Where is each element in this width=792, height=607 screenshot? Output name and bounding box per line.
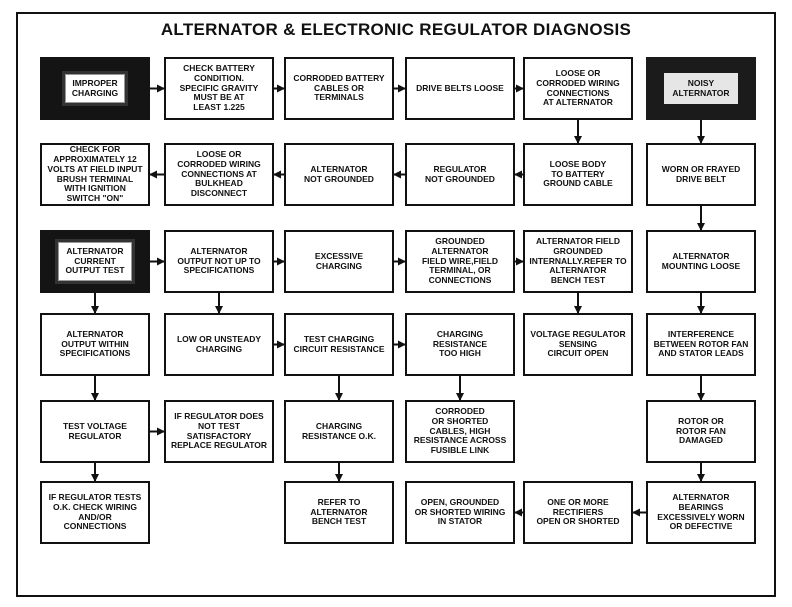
node-stator: OPEN, GROUNDED OR SHORTED WIRING IN STAT…	[405, 481, 515, 544]
node-belts: DRIVE BELTS LOOSE	[405, 57, 515, 120]
node-noisy: NOISY ALTERNATOR	[646, 57, 756, 120]
node-excessive: EXCESSIVE CHARGING	[284, 230, 394, 293]
node-output-not: ALTERNATOR OUTPUT NOT UP TO SPECIFICATIO…	[164, 230, 274, 293]
node-bench-test: REFER TO ALTERNATOR BENCH TEST	[284, 481, 394, 544]
node-label: TEST VOLTAGE REGULATOR	[63, 420, 127, 441]
node-label: CHARGING RESISTANCE O.K.	[302, 420, 376, 441]
node-rectifiers: ONE OR MORE RECTIFIERS OPEN OR SHORTED	[523, 481, 633, 544]
node-label: VOLTAGE REGULATOR SENSING CIRCUIT OPEN	[530, 328, 626, 359]
node-label: CHARGING RESISTANCE TOO HIGH	[432, 328, 488, 359]
node-label: CHECK FOR APPROXIMATELY 12 VOLTS AT FIEL…	[47, 144, 143, 204]
node-label: LOW OR UNSTEADY CHARGING	[176, 333, 262, 354]
node-test-resistance: TEST CHARGING CIRCUIT RESISTANCE	[284, 313, 394, 376]
node-label: CORRODED BATTERY CABLES OR TERMINALS	[293, 72, 385, 103]
node-sensing-open: VOLTAGE REGULATOR SENSING CIRCUIT OPEN	[523, 313, 633, 376]
node-label: ALTERNATOR NOT GROUNDED	[304, 163, 374, 184]
node-label: LOOSE BODY TO BATTERY GROUND CABLE	[543, 158, 613, 189]
node-label: DRIVE BELTS LOOSE	[416, 82, 504, 93]
node-label: TEST CHARGING CIRCUIT RESISTANCE	[293, 333, 385, 354]
node-field-internal: ALTERNATOR FIELD GROUNDED INTERNALLY.REF…	[523, 230, 633, 293]
node-label: IMPROPER CHARGING	[64, 73, 126, 104]
node-check12: CHECK FOR APPROXIMATELY 12 VOLTS AT FIEL…	[40, 143, 150, 206]
node-label: CORRODED OR SHORTED CABLES, HIGH RESISTA…	[413, 406, 507, 456]
node-interference: INTERFERENCE BETWEEN ROTOR FAN AND STATO…	[646, 313, 756, 376]
node-label: EXCESSIVE CHARGING	[314, 250, 364, 271]
node-grounded-field: GROUNDED ALTERNATOR FIELD WIRE,FIELD TER…	[405, 230, 515, 293]
node-test-vreg: TEST VOLTAGE REGULATOR	[40, 400, 150, 463]
node-label: ALTERNATOR FIELD GROUNDED INTERNALLY.REF…	[529, 236, 627, 286]
node-label: ALTERNATOR OUTPUT WITHIN SPECIFICATIONS	[59, 328, 131, 359]
node-battery: CHECK BATTERY CONDITION. SPECIFIC GRAVIT…	[164, 57, 274, 120]
node-bearings: ALTERNATOR BEARINGS EXCESSIVELY WORN OR …	[646, 481, 756, 544]
node-loose-body: LOOSE BODY TO BATTERY GROUND CABLE	[523, 143, 633, 206]
node-label: WORN OR FRAYED DRIVE BELT	[661, 163, 741, 184]
node-label: INTERFERENCE BETWEEN ROTOR FAN AND STATO…	[653, 328, 749, 359]
node-label: IF REGULATOR TESTS O.K. CHECK WIRING AND…	[48, 491, 142, 532]
node-improper: IMPROPER CHARGING	[40, 57, 150, 120]
node-label: GROUNDED ALTERNATOR FIELD WIRE,FIELD TER…	[421, 236, 499, 286]
node-too-high: CHARGING RESISTANCE TOO HIGH	[405, 313, 515, 376]
node-mount-loose: ALTERNATOR MOUNTING LOOSE	[646, 230, 756, 293]
node-label: LOOSE OR CORRODED WIRING CONNECTIONS AT …	[177, 149, 261, 199]
node-loose-bulkhead: LOOSE OR CORRODED WIRING CONNECTIONS AT …	[164, 143, 274, 206]
node-low-unsteady: LOW OR UNSTEADY CHARGING	[164, 313, 274, 376]
node-label: LOOSE OR CORRODED WIRING CONNECTIONS AT …	[536, 67, 620, 108]
node-label: ROTOR OR ROTOR FAN DAMAGED	[676, 415, 726, 446]
node-worn-belt: WORN OR FRAYED DRIVE BELT	[646, 143, 756, 206]
node-corroded: CORRODED BATTERY CABLES OR TERMINALS	[284, 57, 394, 120]
node-label: REFER TO ALTERNATOR BENCH TEST	[310, 496, 368, 527]
node-label: ALTERNATOR MOUNTING LOOSE	[661, 250, 741, 271]
node-resistance-ok: CHARGING RESISTANCE O.K.	[284, 400, 394, 463]
node-label: REGULATOR NOT GROUNDED	[425, 163, 495, 184]
node-label: ALTERNATOR CURRENT OUTPUT TEST	[58, 241, 132, 282]
node-reg-ok: IF REGULATOR TESTS O.K. CHECK WIRING AND…	[40, 481, 150, 544]
node-corroded-shorted: CORRODED OR SHORTED CABLES, HIGH RESISTA…	[405, 400, 515, 463]
node-label: CHECK BATTERY CONDITION. SPECIFIC GRAVIT…	[179, 63, 259, 113]
node-label: ALTERNATOR BEARINGS EXCESSIVELY WORN OR …	[657, 491, 745, 532]
node-label: ONE OR MORE RECTIFIERS OPEN OR SHORTED	[536, 496, 620, 527]
node-rotor-fan: ROTOR OR ROTOR FAN DAMAGED	[646, 400, 756, 463]
diagram-title: ALTERNATOR & ELECTRONIC REGULATOR DIAGNO…	[160, 20, 632, 39]
node-label: IF REGULATOR DOES NOT TEST SATISFACTORY …	[170, 410, 268, 451]
node-loose-wiring-alt: LOOSE OR CORRODED WIRING CONNECTIONS AT …	[523, 57, 633, 120]
node-current-test: ALTERNATOR CURRENT OUTPUT TEST	[40, 230, 150, 293]
node-label: OPEN, GROUNDED OR SHORTED WIRING IN STAT…	[414, 496, 506, 527]
node-label: NOISY ALTERNATOR	[664, 72, 738, 105]
node-alt-not-grounded: ALTERNATOR NOT GROUNDED	[284, 143, 394, 206]
node-replace-reg: IF REGULATOR DOES NOT TEST SATISFACTORY …	[164, 400, 274, 463]
node-reg-not-grounded: REGULATOR NOT GROUNDED	[405, 143, 515, 206]
node-label: ALTERNATOR OUTPUT NOT UP TO SPECIFICATIO…	[177, 245, 261, 276]
node-output-within: ALTERNATOR OUTPUT WITHIN SPECIFICATIONS	[40, 313, 150, 376]
